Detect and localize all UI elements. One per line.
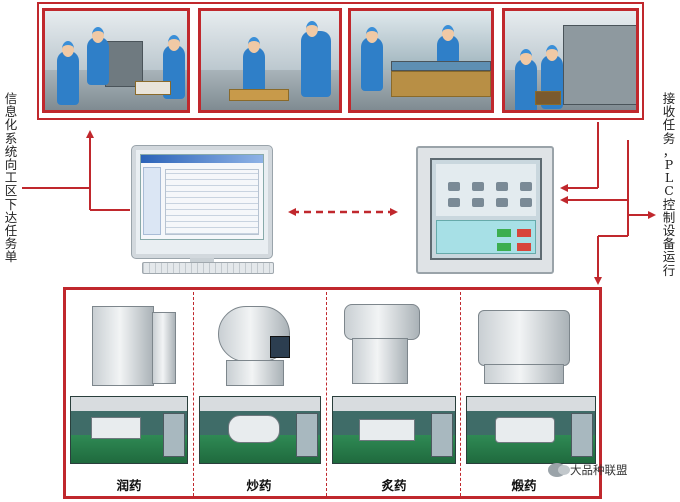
watermark-text: 大品种联盟	[570, 463, 628, 477]
wechat-icon	[548, 463, 570, 477]
screen-calcining	[466, 396, 596, 464]
keyboard	[142, 262, 274, 274]
photo-workers-inspecting	[198, 8, 342, 113]
roasting-pot	[344, 304, 420, 340]
screen-stir-fry	[199, 396, 321, 464]
screen-roasting	[332, 396, 456, 464]
photo-herb-conveyor	[348, 8, 494, 113]
computer-monitor	[132, 146, 272, 258]
label-roasting: 炙药	[381, 478, 407, 493]
label-calcining: 煅药	[511, 478, 537, 493]
photo-workers-sorting	[42, 8, 190, 113]
screen-moistening	[70, 396, 188, 464]
photo-drying-ovens	[502, 8, 639, 113]
plc-hmi-panel	[416, 146, 554, 274]
label-moistening: 润药	[116, 478, 142, 493]
top-photo-frame	[37, 2, 644, 120]
moistening-cabinet	[92, 306, 154, 386]
watermark: 大品种联盟	[548, 462, 628, 478]
equipment-frame	[63, 287, 602, 499]
calcining-machine	[478, 310, 570, 366]
label-stir-fry: 炒药	[246, 478, 272, 493]
left-vertical-caption: 信息化系统向工区下达任务单	[4, 91, 18, 265]
